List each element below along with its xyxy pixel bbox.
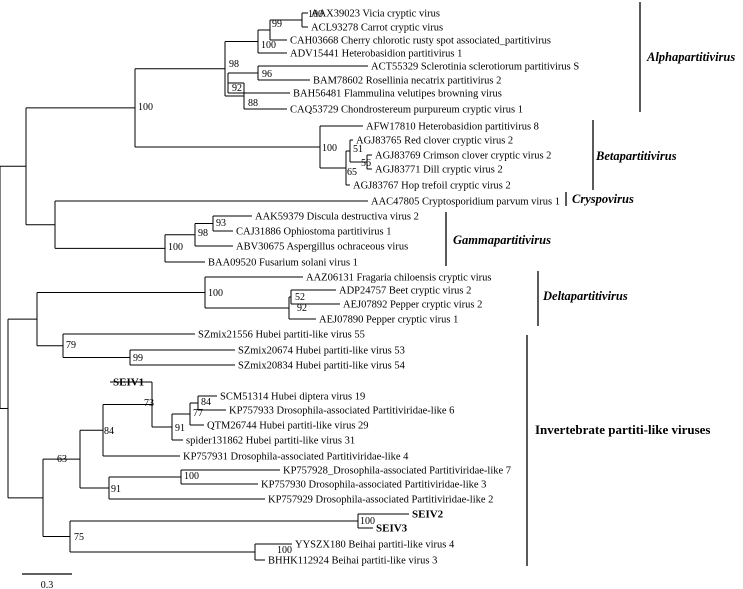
bootstrap-value: 92 — [297, 303, 307, 314]
bootstrap-value: 96 — [262, 69, 272, 80]
tip-label: ABV30675 Aspergillus ochraceous virus — [236, 242, 408, 253]
tip-label: AAZ06131 Fragaria chiloensis cryptic vir… — [306, 273, 491, 284]
tip-label: SCM51314 Hubei diptera virus 19 — [220, 392, 365, 403]
bootstrap-value: 100 — [277, 545, 292, 556]
tip-label: BHHK112924 Beihai partiti-like virus 3 — [268, 556, 437, 567]
clade-label: Invertebrate partiti-like viruses — [535, 422, 710, 437]
bootstrap-value: 100 — [308, 9, 323, 20]
bootstrap-value: 91 — [111, 484, 121, 495]
tip-label: AFW17810 Heterobasidion partitivirus 8 — [366, 122, 539, 133]
tip-label: KP757930 Drosophila-associated Partitivi… — [261, 480, 486, 491]
tip-label: CAH03668 Cherry chlorotic rusty spot ass… — [290, 36, 551, 47]
tip-label: AEJ07892 Pepper cryptic virus 2 — [343, 300, 482, 311]
bootstrap-value: 88 — [248, 98, 258, 109]
bootstrap-value: 52 — [295, 292, 305, 303]
bootstrap-value: 100 — [138, 102, 153, 113]
tip-label: AEJ07890 Pepper cryptic virus 1 — [319, 315, 458, 326]
bootstrap-value: 99 — [272, 19, 282, 30]
bootstrap-value: 100 — [261, 40, 276, 51]
bootstrap-value: 79 — [66, 340, 76, 351]
tip-label: YYSZX180 Beihai partiti-like virus 4 — [295, 540, 455, 551]
tip-label: ADP24757 Beet cryptic virus 2 — [339, 286, 471, 297]
tip-label: CAQ53729 Chondrostereum purpureum crypti… — [290, 105, 523, 116]
tip-label: KP757928_Drosophila-associated Partitivi… — [283, 466, 511, 477]
bootstrap-value: 75 — [74, 532, 84, 543]
clade-label: Gammapartitivirus — [453, 233, 551, 247]
tip-label: KP757929 Drosophila-associated Partitivi… — [268, 495, 493, 506]
tip-label: QTM26744 Hubei partiti-like virus 29 — [207, 421, 369, 432]
tip-label: CAJ31886 Ophiostoma partitivirus 1 — [236, 227, 391, 238]
tip-label: BAM78602 Rosellinia necatrix partitiviru… — [313, 76, 501, 87]
tip-label: SZmix20674 Hubei partiti-like virus 53 — [238, 346, 405, 357]
bootstrap-value: 92 — [232, 83, 242, 94]
clade-label: Alphapartitivirus — [646, 50, 735, 64]
clade-label: Betapartitivirus — [595, 149, 677, 163]
bootstrap-value: 98 — [229, 59, 239, 70]
bootstrap-value: 100 — [168, 242, 183, 253]
bootstrap-value: 77 — [193, 408, 203, 419]
tip-label: AGJ83771 Dill cryptic virus 2 — [375, 165, 503, 176]
tip-label: SZmix20834 Hubei partiti-like virus 54 — [238, 361, 406, 372]
bootstrap-value: 73 — [144, 398, 154, 409]
clade-brackets: AlphapartitivirusBetapartitivirusCryspov… — [445, 2, 735, 566]
tip-label: AGJ83767 Hop trefoil cryptic virus 2 — [353, 181, 511, 192]
tip-label: SZmix21556 Hubei partiti-like virus 55 — [198, 330, 365, 341]
tip-label: BAA09520 Fusarium solani virus 1 — [208, 258, 358, 269]
bootstrap-value: 63 — [57, 454, 67, 465]
bootstrap-value: 100 — [184, 471, 199, 482]
bootstrap-value: 98 — [198, 228, 208, 239]
tip-label: AGJ83765 Red clover cryptic virus 2 — [356, 136, 513, 147]
bootstrap-value: 65 — [347, 167, 357, 178]
tip-label: AGJ83769 Crimson clover cryptic virus 2 — [375, 151, 551, 162]
bootstrap-value: 56 — [361, 158, 371, 169]
tip-label: ACL93278 Carrot cryptic virus — [311, 23, 443, 34]
bootstrap-value: 93 — [216, 218, 226, 229]
bootstrap-value: 100 — [360, 516, 375, 527]
tip-label: KP757933 Drosophila-associated Partitivi… — [229, 406, 454, 417]
tip-label: spider131862 Hubei partiti-like virus 31 — [186, 436, 355, 447]
bootstrap-value: 51 — [353, 144, 363, 155]
tip-label: ADV15441 Heterobasidion partitivirus 1 — [290, 49, 462, 60]
bootstrap-value: 100 — [322, 143, 337, 154]
tip-label: SEIV2 — [412, 509, 444, 521]
tip-label: BAH56481 Flammulina velutipes browning v… — [293, 89, 502, 100]
tip-label: AAC47805 Cryptosporidium parvum virus 1 — [371, 197, 560, 208]
clade-label: Deltapartitivirus — [542, 289, 628, 303]
tip-label: AAK59379 Discula destructiva virus 2 — [255, 212, 419, 223]
tip-label: ACT55329 Sclerotinia sclerotiorum partit… — [371, 62, 579, 73]
scale-bar: 0.3 — [22, 573, 72, 589]
bootstrap-value: 84 — [201, 397, 211, 408]
tree-branches — [0, 12, 409, 561]
tip-label: SEIV3 — [376, 523, 408, 535]
tip-label: SEIV1 — [113, 377, 144, 389]
clade-label: Cryspovirus — [572, 192, 634, 206]
tip-label: AAX39023 Vicia cryptic virus — [311, 9, 440, 20]
tip-label: KP757931 Drosophila-associated Partitivi… — [183, 452, 409, 463]
bootstrap-value: 91 — [175, 423, 185, 434]
scale-bar-label: 0.3 — [41, 580, 54, 589]
bootstrap-value: 99 — [133, 353, 143, 364]
bootstrap-value: 100 — [208, 288, 223, 299]
bootstrap-labels: 100 99 100 98 96 92 88 100 100 56 51 65 93 98 100 100 52… — [57, 9, 375, 556]
bootstrap-value: 84 — [104, 426, 114, 437]
